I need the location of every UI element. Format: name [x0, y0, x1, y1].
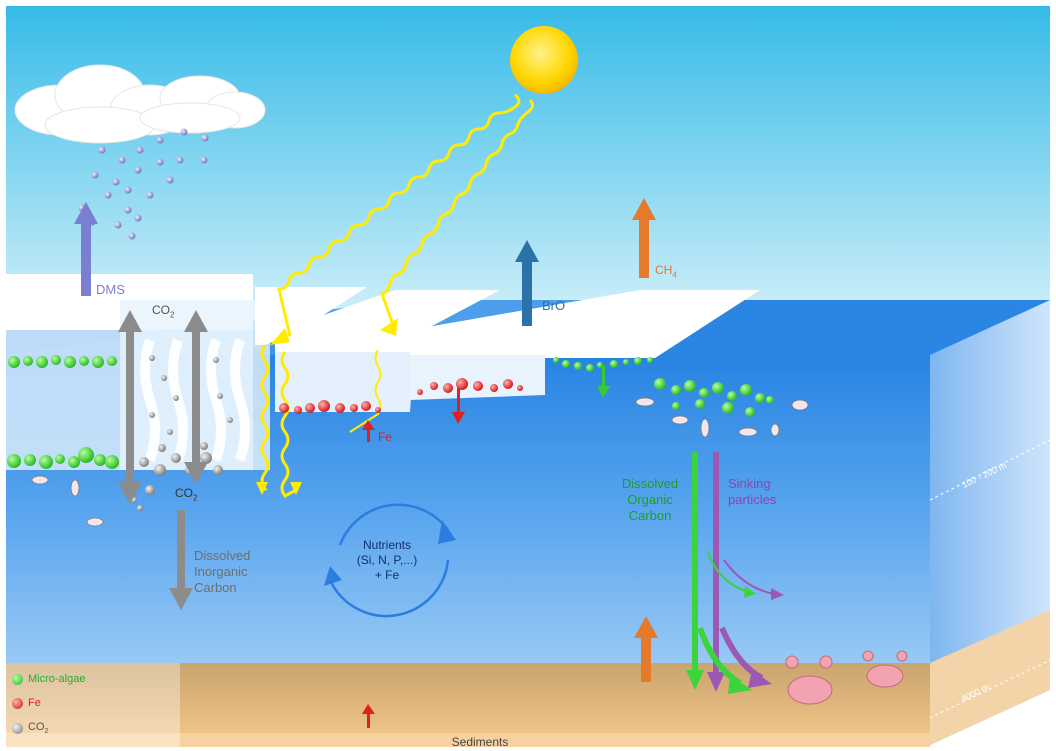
micro-algae-dot-icon: [12, 673, 23, 685]
algae-release-arrow: [597, 366, 610, 398]
crab-icon: [785, 650, 908, 705]
dms-arrow: [74, 202, 98, 296]
fe-dot-icon: [12, 697, 23, 709]
ch4-arrows: [632, 198, 658, 682]
co2-exchange-arrows: [118, 310, 208, 610]
legend: Micro-algae Fe CO2: [6, 663, 180, 747]
sun-icon: [510, 26, 578, 94]
co2-dot-icon: [12, 722, 23, 734]
ch4-label: CH4: [655, 263, 677, 280]
legend-item-micro-algae: Micro-algae: [12, 673, 85, 685]
fe-label: Fe: [378, 430, 393, 444]
sunlight-rays: [260, 93, 535, 498]
doc-arrow: [686, 452, 704, 690]
dms-label: DMS: [96, 282, 125, 297]
nutrients-label: Nutrients(Si, N, P,...)+ Fe: [356, 538, 418, 582]
co2-top-label: CO2: [152, 303, 175, 320]
nutrient-cycle-arrows: [328, 503, 450, 618]
legend-item-co2: CO2: [12, 721, 48, 735]
sediments-label: Sediments: [451, 735, 509, 749]
bro-label: BrO: [542, 298, 566, 313]
legend-item-fe: Fe: [12, 697, 41, 709]
co2-bottom-label: CO2: [175, 486, 198, 503]
sediment-layer: [6, 663, 930, 745]
iron-particles: [279, 378, 523, 414]
sinking-particles-arrow: [707, 452, 725, 692]
co2-bubbles: [131, 355, 233, 511]
zooplankton: [31, 397, 809, 527]
cloud: [14, 64, 266, 144]
bro-arrow: [515, 240, 539, 326]
fe-arrows: [362, 388, 465, 728]
micro-algae-layers: [7, 355, 774, 469]
